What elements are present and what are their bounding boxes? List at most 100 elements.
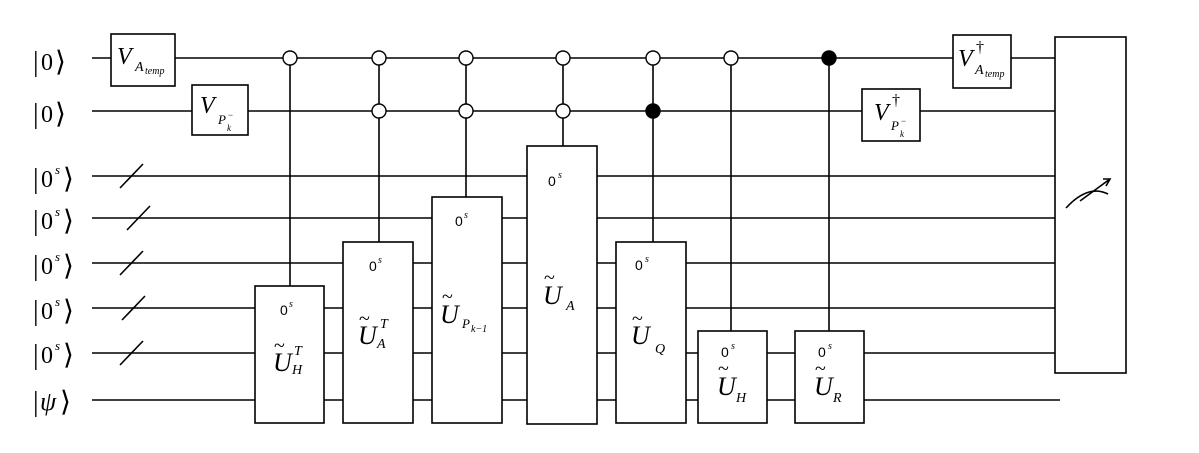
meter-icon xyxy=(1065,178,1112,209)
gate-u-q: 0 s ~ U Q xyxy=(615,241,687,424)
svg-text:P: P xyxy=(461,316,470,331)
svg-text:s: s xyxy=(464,210,468,221)
svg-text:s: s xyxy=(558,170,562,181)
ket-value: 0 xyxy=(41,102,53,128)
gate-u-a-transpose: 0 s ~ U T A xyxy=(342,241,414,424)
svg-text:U: U xyxy=(717,372,738,401)
svg-text:|: | xyxy=(33,340,39,371)
filled-control-icon xyxy=(645,103,661,119)
gate-v-a-temp-dagger: V † A temp xyxy=(952,34,1012,89)
ket-sup: s xyxy=(55,204,60,219)
svg-text:|: | xyxy=(33,47,39,78)
ket-input-2: | 0 s ⟩ xyxy=(33,162,74,195)
svg-text:~: ~ xyxy=(544,267,555,289)
ket-value: 0 xyxy=(41,299,53,325)
svg-text:|: | xyxy=(33,164,39,195)
svg-text:⟩: ⟩ xyxy=(63,296,74,327)
ket-sup: s xyxy=(55,162,60,177)
svg-text:U: U xyxy=(543,281,564,310)
open-control-icon xyxy=(555,103,571,119)
svg-text:†: † xyxy=(892,92,900,109)
ket-value: 0 xyxy=(41,209,53,235)
svg-text:⟩: ⟩ xyxy=(55,99,66,130)
svg-text:|: | xyxy=(33,206,39,237)
gate-u-r: 0 s ~ U R xyxy=(794,330,865,424)
ket-input-1: | 0 ⟩ xyxy=(33,99,66,130)
svg-text:U: U xyxy=(273,348,294,377)
svg-text:P: P xyxy=(217,112,226,127)
measurement-box xyxy=(1054,36,1127,374)
open-control-icon xyxy=(458,103,474,119)
bundle-slash-icon xyxy=(119,340,144,366)
svg-text:0: 0 xyxy=(455,213,463,229)
svg-text:U: U xyxy=(358,321,379,350)
ket-sup: s xyxy=(55,294,60,309)
svg-text:k: k xyxy=(227,123,232,133)
svg-text:s: s xyxy=(731,341,735,352)
control-lines xyxy=(289,58,830,331)
svg-text:k−1: k−1 xyxy=(471,324,487,335)
svg-text:|: | xyxy=(33,99,39,130)
svg-text:H: H xyxy=(291,363,303,378)
svg-text:|: | xyxy=(33,296,39,327)
svg-text:A: A xyxy=(565,299,575,314)
svg-text:~: ~ xyxy=(815,358,826,380)
open-control-icon xyxy=(723,50,739,66)
open-control-icon xyxy=(555,50,571,66)
svg-text:V: V xyxy=(958,46,975,72)
svg-text:A: A xyxy=(974,63,984,78)
ket-value: 0 xyxy=(41,50,53,76)
svg-text:s: s xyxy=(289,299,293,310)
svg-text:|: | xyxy=(33,387,39,418)
svg-text:~: ~ xyxy=(359,308,370,330)
open-control-icon xyxy=(282,50,298,66)
svg-text:0: 0 xyxy=(280,302,288,318)
open-control-icon xyxy=(371,50,387,66)
svg-text:T: T xyxy=(380,317,389,332)
gate-v-p-k-dagger: V † P − k xyxy=(861,88,921,142)
svg-text:P: P xyxy=(890,118,899,133)
ket-value: ψ xyxy=(40,387,57,416)
svg-text:R: R xyxy=(832,391,842,406)
svg-text:V: V xyxy=(117,44,134,70)
gate-v-p-k: V P − k xyxy=(191,84,249,136)
filled-control-icon xyxy=(821,50,837,66)
svg-text:U: U xyxy=(440,300,461,329)
svg-text:⟩: ⟩ xyxy=(63,164,74,195)
ket-input-3: | 0 s ⟩ xyxy=(33,204,74,237)
svg-text:~: ~ xyxy=(718,358,729,380)
ket-input-4: | 0 s ⟩ xyxy=(33,249,74,282)
bundle-slash-icon xyxy=(119,250,144,276)
svg-text:⟩: ⟩ xyxy=(63,340,74,371)
svg-text:0: 0 xyxy=(369,258,377,274)
svg-text:⟩: ⟩ xyxy=(63,206,74,237)
svg-text:~: ~ xyxy=(442,286,453,308)
svg-text:0: 0 xyxy=(721,344,729,360)
ket-input-0: | 0 ⟩ xyxy=(33,47,66,78)
svg-text:†: † xyxy=(976,39,984,56)
ket-input-5: | 0 s ⟩ xyxy=(33,294,74,327)
svg-text:U: U xyxy=(814,372,835,401)
svg-text:~: ~ xyxy=(632,308,643,330)
svg-text:|: | xyxy=(33,251,39,282)
bundle-slash-icon xyxy=(119,163,144,189)
svg-text:V: V xyxy=(874,100,891,126)
svg-text:−: − xyxy=(228,110,233,120)
bundle-slashes xyxy=(119,163,151,366)
ket-value: 0 xyxy=(41,343,53,369)
input-labels: | 0 ⟩ | 0 ⟩ | 0 s ⟩ | 0 s ⟩ | 0 s ⟩ xyxy=(33,47,74,418)
svg-text:⟩: ⟩ xyxy=(63,251,74,282)
svg-text:T: T xyxy=(294,344,303,359)
bundle-slash-icon xyxy=(126,205,151,231)
svg-text:temp: temp xyxy=(985,69,1004,80)
svg-text:A: A xyxy=(134,60,144,75)
ket-sup: s xyxy=(55,249,60,264)
svg-text:0: 0 xyxy=(818,344,826,360)
svg-text:0: 0 xyxy=(635,257,643,273)
ket-value: 0 xyxy=(41,254,53,280)
svg-text:H: H xyxy=(735,391,747,406)
controls xyxy=(282,50,837,119)
open-control-icon xyxy=(371,103,387,119)
svg-text:~: ~ xyxy=(274,335,285,357)
gate-v-a-temp: V A temp xyxy=(110,33,176,87)
